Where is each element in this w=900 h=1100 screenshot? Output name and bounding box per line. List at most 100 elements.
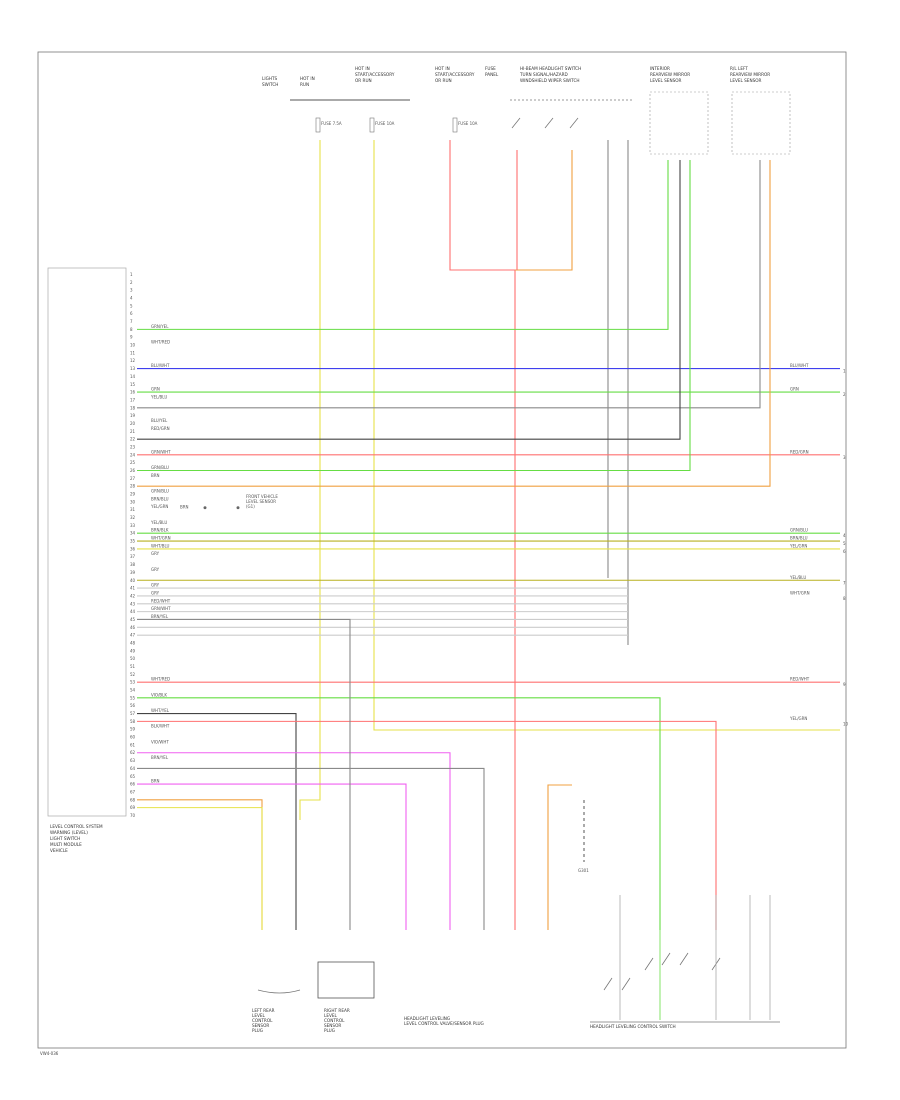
pin-number: 68	[130, 797, 136, 802]
connector-pin: 1	[843, 369, 846, 374]
switch-contact	[661, 952, 671, 966]
pin-number: 41	[130, 586, 136, 591]
pin-number: 58	[130, 719, 136, 724]
top-component-label: HI-BEAM HEADLIGHT SWITCH	[520, 66, 581, 71]
pin-number: 23	[130, 444, 136, 449]
bottom-component-label: PLUG	[252, 1028, 263, 1033]
right-wire-label: GRN/BLU	[790, 528, 808, 533]
wire-color-label: GRY	[151, 583, 160, 588]
wire-horizontal	[137, 720, 717, 930]
pin-number: 15	[130, 382, 136, 387]
top-component-label: LEVEL SENSOR	[650, 78, 682, 83]
right-wire-label: RED/WHT	[790, 677, 810, 682]
pin-number: 57	[130, 711, 136, 716]
fuse	[315, 117, 321, 133]
wire-color-label: YEL/BLU	[150, 394, 167, 399]
pin-number: 11	[130, 350, 136, 355]
fuse-label: FUSE 10A	[458, 121, 478, 126]
pin-number: 40	[130, 578, 136, 583]
pin-number: 42	[130, 593, 136, 598]
splice-point	[236, 506, 240, 510]
module-label-line: MULTI MODULE	[50, 842, 82, 847]
level-control-module	[47, 267, 127, 817]
wire-color-label: GRN/WHT	[151, 606, 171, 611]
wire-color-label: WHT/YEL	[151, 708, 170, 713]
bottom-component-label: RIGHT REAR	[324, 1008, 350, 1013]
wire-horizontal	[137, 160, 761, 409]
wire-color-label: BLK/WHT	[151, 724, 170, 729]
connector-pin: 5	[843, 541, 846, 546]
pin-number: 12	[130, 358, 136, 363]
inline-note-line: FRONT VEHICLE	[246, 494, 278, 499]
pin-number: 62	[130, 750, 136, 755]
pin-number: 64	[130, 766, 136, 771]
top-component-label: REARVIEW MIRROR	[650, 72, 690, 77]
right-wire-label: YEL/GRN	[789, 543, 807, 548]
wire-color-label: VIO/WHT	[151, 739, 169, 744]
diagram-frame	[37, 51, 847, 1049]
switch-contact	[544, 117, 554, 129]
inline-note-line: (G1)	[246, 504, 255, 509]
right-wire-label: WHT/GRN	[790, 590, 810, 595]
wires	[137, 140, 840, 930]
wire-color-label: RED/WHT	[151, 598, 171, 603]
pin-number: 60	[130, 735, 136, 740]
pin-number: 55	[130, 695, 136, 700]
top-component-label: TURN SIGNAL/HAZARD	[519, 72, 568, 77]
connector-pin: 3	[843, 455, 846, 460]
wire-color-label: BRN/YEL	[151, 755, 169, 760]
pin-number: 54	[130, 688, 136, 693]
connector-pin: 7	[843, 580, 846, 585]
pin-number: 13	[130, 366, 136, 371]
wire-horizontal	[137, 160, 691, 472]
top-component-label: FUSE	[485, 66, 496, 71]
connector-pin: 9	[843, 682, 846, 687]
pin-number: 52	[130, 672, 136, 677]
pin-number: 31	[130, 507, 136, 512]
left-sensor-box	[731, 91, 791, 155]
pin-number: 10	[130, 343, 136, 348]
wire-horizontal	[137, 799, 263, 930]
pin-number: 7	[130, 319, 133, 324]
pin-number: 5	[130, 303, 133, 308]
wire-color-label: GRY	[151, 551, 160, 556]
top-component-label: REARVIEW MIRROR	[730, 72, 770, 77]
wire-color-label: GRN/BLU	[151, 489, 169, 494]
top-component-label: HOT IN	[300, 76, 315, 81]
wire-color-label: BRN/BLU	[151, 496, 169, 501]
pin-number: 65	[130, 774, 136, 779]
top-component-label: OR RUN	[355, 78, 372, 83]
pin-number: 14	[130, 374, 136, 379]
pin-number: 50	[130, 656, 136, 661]
bottom-component-label: PLUG	[324, 1028, 335, 1033]
connector-pin: 6	[843, 549, 846, 554]
wire-yellow-acc	[373, 140, 840, 731]
right-edge-labels: BLU/WHT1GRN2RED/GRN3GRN/BLU4BRN/BLU5YEL/…	[789, 363, 849, 726]
top-component-label: R/L LEFT	[730, 66, 748, 71]
fuse-label: FUSE 10A	[375, 121, 395, 126]
wire-horizontal	[137, 160, 681, 440]
right-wire-label: YEL/GRN	[789, 716, 807, 721]
wire-color-label: WHT/GRN	[151, 536, 171, 541]
top-component-label: LEVEL SENSOR	[730, 78, 762, 83]
top-component-label: RUN	[300, 82, 309, 87]
wire-color-label: WHT/RED	[151, 340, 170, 345]
pin-number: 61	[130, 742, 136, 747]
pin-number: 66	[130, 782, 136, 787]
pin-number: 6	[130, 311, 133, 316]
top-component-label: HOT IN	[355, 66, 370, 71]
wire-color-label: WHT/BLU	[151, 543, 170, 548]
top-component-label: LIGHTS	[262, 76, 278, 81]
bottom-component-label: CONTROL	[252, 1018, 273, 1023]
pin-number: 8	[130, 327, 133, 332]
pin-number: 48	[130, 640, 136, 645]
module-label-line: LEVEL CONTROL SYSTEM	[50, 824, 103, 829]
right-rear-sensor-plug	[317, 961, 375, 999]
switch-contact	[569, 117, 579, 129]
wire-color-label: VIO/BLK	[151, 692, 167, 697]
right-wire-label: RED/GRN	[790, 449, 809, 454]
fuse	[452, 117, 458, 133]
